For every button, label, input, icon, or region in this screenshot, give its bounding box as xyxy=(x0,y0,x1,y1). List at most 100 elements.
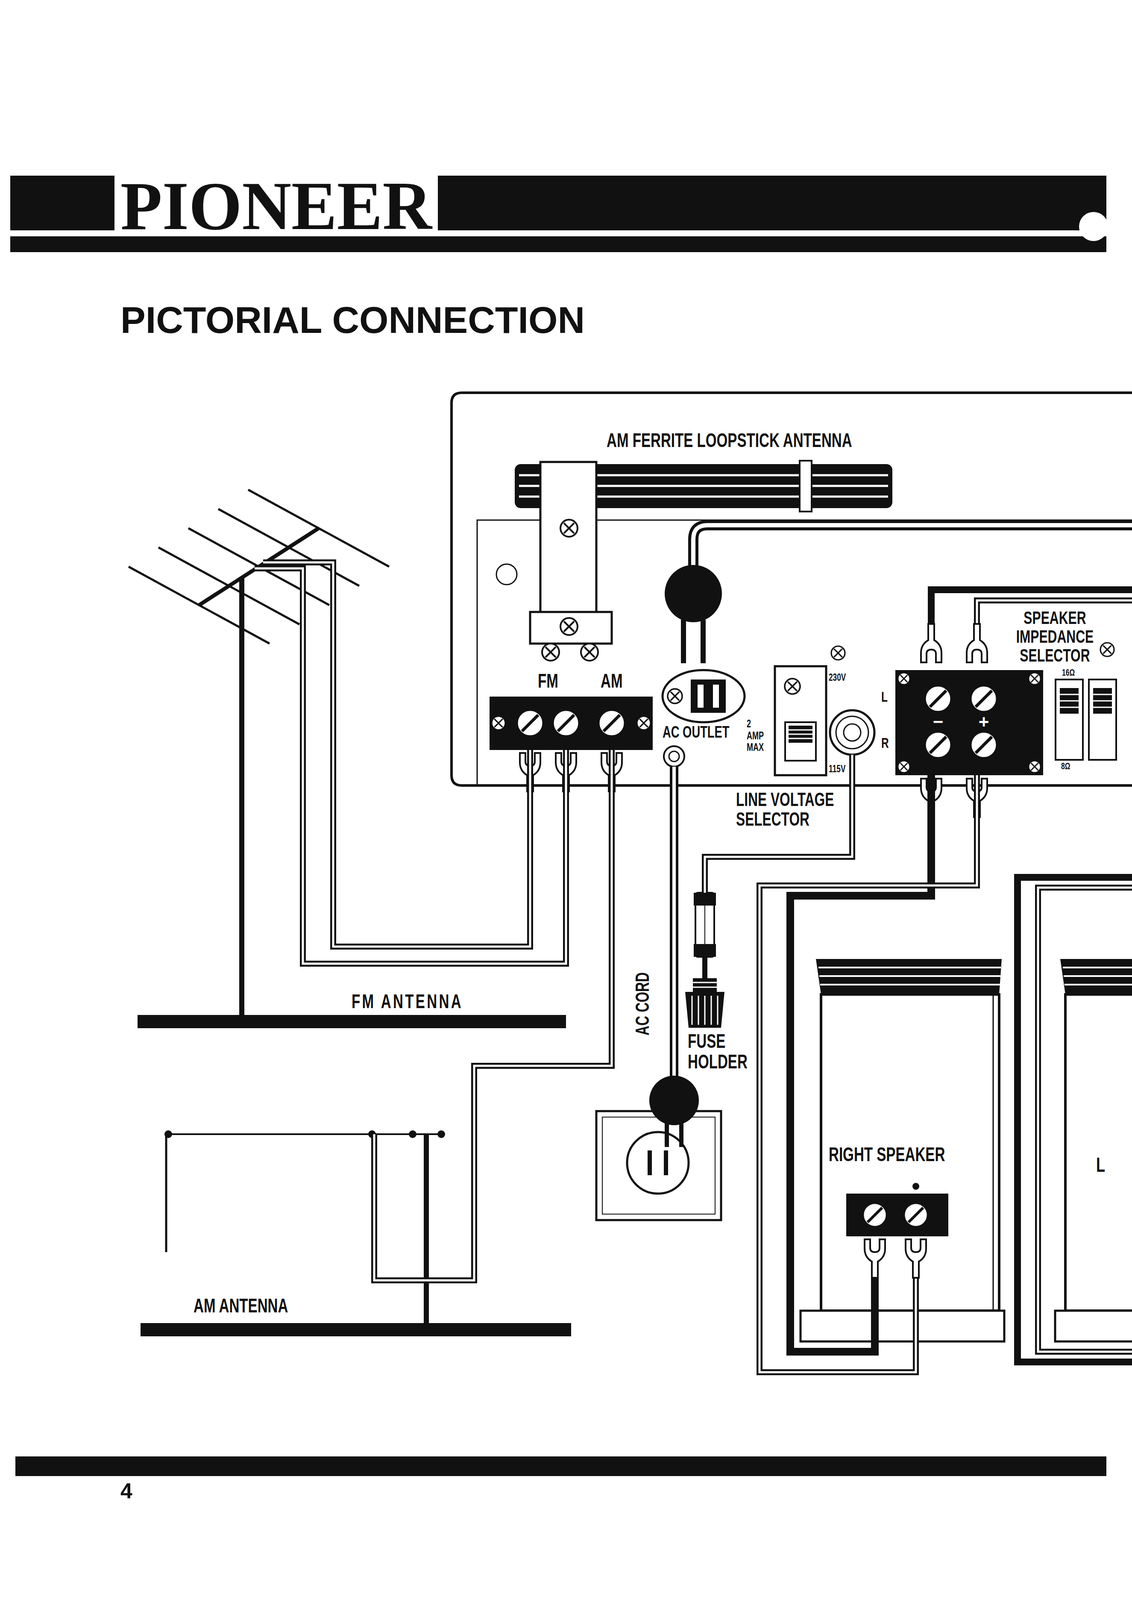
part-label: RIGHT SPEAKER xyxy=(828,1143,945,1165)
right-speaker-cabinet xyxy=(904,1202,928,1226)
glass-fuse xyxy=(685,892,725,1028)
chassis xyxy=(451,392,1132,786)
wall-outlet xyxy=(663,1149,669,1175)
speaker-terminals xyxy=(895,669,1044,817)
ac-outlet-socket xyxy=(690,679,726,713)
wire-stroke xyxy=(790,774,932,1352)
fuse-holder: FUSE HOLDER xyxy=(683,892,727,1028)
ac-cord xyxy=(649,1075,699,1125)
am-wire-antenna xyxy=(140,1322,572,1336)
left-speaker-cabinet xyxy=(1038,887,1132,1352)
right-speaker-cabinet xyxy=(800,958,1005,1341)
impedance-switches xyxy=(1088,679,1117,760)
antenna-terminal-strip: FMAM xyxy=(489,696,653,750)
right-speaker-cabinet xyxy=(870,1277,879,1341)
am-wire-antenna xyxy=(437,1129,446,1138)
header-band xyxy=(10,175,1109,253)
wire-stroke xyxy=(704,785,853,893)
glass-fuse xyxy=(704,905,706,944)
part-label: 230V xyxy=(828,671,846,683)
right-speaker-cabinet xyxy=(815,958,1002,995)
glass-fuse xyxy=(693,943,716,957)
speaker-terminals xyxy=(897,672,910,685)
rod-plug xyxy=(700,619,706,663)
rod-bracket xyxy=(530,461,612,661)
glass-fuse xyxy=(693,892,716,906)
fm-yagi-antenna xyxy=(254,562,334,653)
speaker-terminal-block: L−+R xyxy=(895,669,1044,775)
fuse-socket xyxy=(843,723,861,741)
speaker-terminals xyxy=(970,731,997,758)
brand-logo: PIONEER xyxy=(114,175,438,237)
fm-antenna: FM ANTENNA xyxy=(122,463,423,653)
speaker-output-wires xyxy=(920,623,942,663)
wire-stroke xyxy=(759,774,977,1372)
right-speaker-cabinet xyxy=(821,994,1000,1311)
ac-outlet-socket xyxy=(712,684,719,708)
rod-bracket xyxy=(542,643,560,661)
right-speaker-cabinet xyxy=(818,967,1001,985)
glass-fuse xyxy=(702,956,708,978)
voltage-switch xyxy=(788,725,813,743)
left-speaker-cabinet xyxy=(1017,876,1132,1362)
rod-bracket xyxy=(530,611,612,644)
glass-fuse xyxy=(692,995,718,1025)
part-label: AM ANTENNA xyxy=(193,1294,288,1317)
am-wire-antenna xyxy=(140,1129,572,1336)
wire-stroke xyxy=(374,749,612,1280)
rod-bracket xyxy=(540,461,597,616)
wire-stroke xyxy=(302,652,566,964)
right-speaker-cabinet xyxy=(914,1277,918,1341)
am-wire-antenna xyxy=(373,1133,376,1145)
antenna-terminals xyxy=(636,715,651,730)
voltage-switch xyxy=(784,678,801,694)
ac-outlet-socket xyxy=(667,688,683,704)
voltage-switch xyxy=(785,721,816,761)
part-label: AM FERRITE LOOPSTICK ANTENNA xyxy=(606,429,853,452)
left-speaker-cabinet xyxy=(1065,994,1132,1311)
part-label: AC OUTLET xyxy=(662,723,730,742)
part-label: 16Ω xyxy=(1061,667,1075,678)
page-number: 4 xyxy=(120,1478,133,1503)
right-speaker: RIGHT SPEAKER xyxy=(800,958,1005,1341)
speaker-terminals xyxy=(925,685,951,712)
part-label: FM ANTENNA xyxy=(351,990,464,1012)
antenna-terminals xyxy=(489,696,653,792)
antenna-terminals xyxy=(598,709,625,736)
ac-outlet-socket xyxy=(697,684,704,708)
right-speaker-cabinet xyxy=(800,1310,1005,1341)
wall-outlet xyxy=(602,1116,716,1214)
rear-panel: AM FERRITE LOOPSTICK ANTENNA FMAM AC OUTLE… xyxy=(451,392,1132,786)
connector-wire xyxy=(704,785,853,893)
right-speaker-cabinet xyxy=(912,1277,919,1341)
fm-yagi-antenna xyxy=(254,562,334,653)
speaker-terminals xyxy=(1028,760,1041,773)
speaker-output-wires xyxy=(966,623,988,663)
ac-cord xyxy=(672,766,676,1077)
fuse-socket xyxy=(849,754,856,786)
wire-stroke xyxy=(704,785,853,893)
ac-outlet-socket xyxy=(668,750,680,762)
connector-wire xyxy=(790,774,932,1352)
rod-plug xyxy=(693,524,1132,569)
rod-plug xyxy=(693,524,1132,569)
voltage-switch xyxy=(788,729,813,739)
glass-fuse xyxy=(685,991,725,1028)
glass-fuse xyxy=(692,977,717,992)
am-antenna: AM ANTENNA xyxy=(162,1123,449,1145)
left-speaker-cabinet xyxy=(1038,887,1132,1352)
ac-outlet-socket xyxy=(662,669,745,722)
rod-plug xyxy=(664,564,722,622)
right-speaker-cabinet xyxy=(863,1202,887,1226)
glass-fuse xyxy=(692,982,717,987)
am-wire-antenna xyxy=(371,1133,378,1145)
ferrite-rod xyxy=(799,460,812,512)
ac-cord xyxy=(664,1122,669,1147)
line-voltage-selector: 230V115V xyxy=(774,665,827,775)
antenna-terminals xyxy=(489,696,653,750)
part-label: + xyxy=(978,712,990,731)
right-speaker-cabinet xyxy=(846,1193,949,1236)
ac-cord xyxy=(669,766,679,1077)
part-label: R xyxy=(881,734,889,751)
